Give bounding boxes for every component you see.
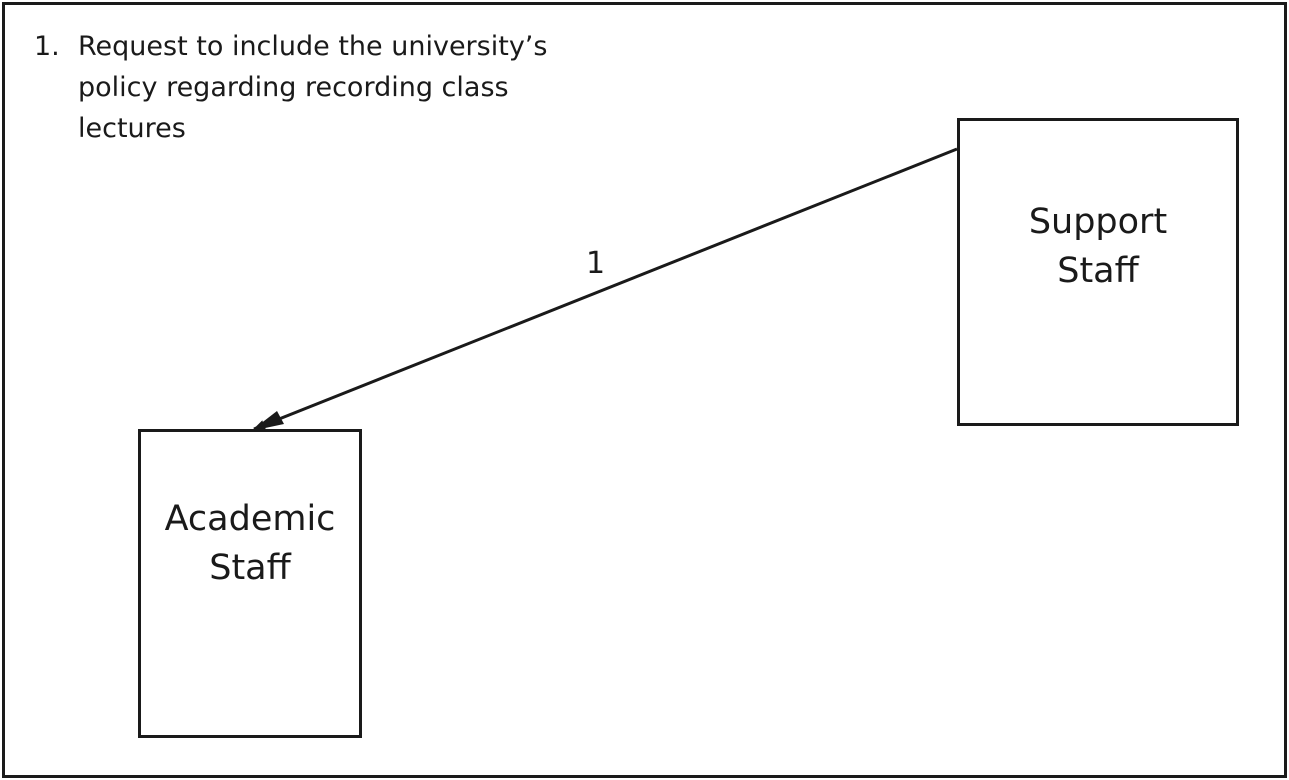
legend-item-1: 1. Request to include the university’s p… [34,26,594,149]
flow-arrow-1 [253,147,958,431]
legend-item-number: 1. [34,31,60,62]
academic-staff-node: Academic Staff [138,429,362,738]
support-staff-label: Support Staff [1028,202,1168,291]
legend-item-text: Request to include the university’s poli… [78,31,548,144]
support-staff-node: Support Staff [957,118,1239,426]
flow-arrowhead-1 [251,411,284,431]
flow-legend: 1. Request to include the university’s p… [34,26,594,149]
academic-staff-label: Academic Staff [164,498,336,588]
flow-label-1: 1 [586,246,606,281]
